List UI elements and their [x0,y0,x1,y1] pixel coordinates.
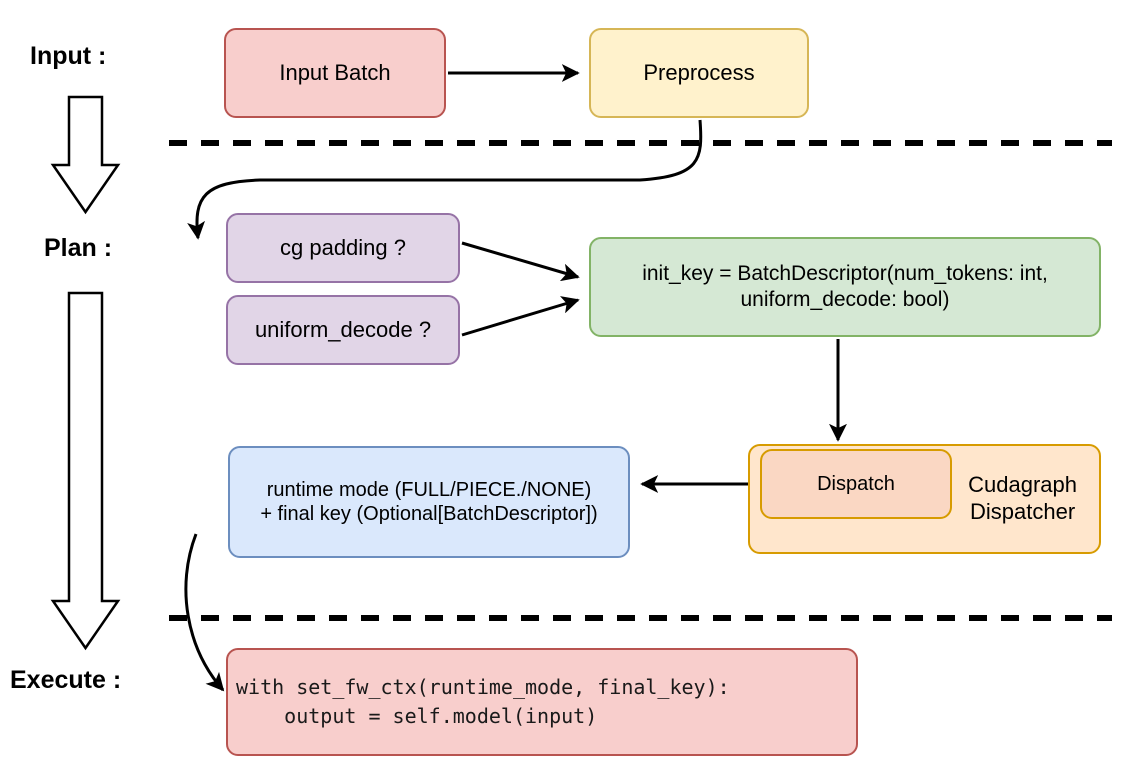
edge-uniform-decode-to-init-key [461,296,580,337]
input-to-plan-stage-arrow [50,95,121,215]
node-runtime-mode-line1: runtime mode (FULL/PIECE./NONE) [266,478,592,501]
stage-label-execute: Execute : [10,666,122,694]
edge-cg-padding-to-init-key [461,241,580,282]
stage-label-input: Input : [30,42,107,70]
plan-to-execute-stage-arrow [50,291,121,651]
node-preprocess-label: Preprocess [643,59,755,85]
stage-label-plan: Plan : [44,234,113,262]
node-code-text: with set_fw_ctx(runtime_mode, final_key)… [236,675,730,728]
node-input-batch-label: Input Batch [279,59,391,85]
node-dispatch-label: Dispatch [817,472,895,495]
node-cudagraph-dispatcher-line2: Dispatcher [969,499,1076,524]
node-init-key[interactable]: init_key = BatchDescriptor(num_tokens: i… [589,237,1101,337]
node-cudagraph-dispatcher-line1: Cudagraph [968,472,1077,498]
node-preprocess[interactable]: Preprocess [589,28,809,118]
node-init-key-line2: uniform_decode: bool) [740,288,950,311]
node-code-block[interactable]: with set_fw_ctx(runtime_mode, final_key)… [226,648,858,756]
node-runtime-mode[interactable]: runtime mode (FULL/PIECE./NONE) + final … [228,446,630,558]
node-dispatch[interactable]: Dispatch [760,449,952,519]
node-uniform-decode[interactable]: uniform_decode ? [226,295,460,365]
node-cg-padding[interactable]: cg padding ? [226,213,460,283]
node-runtime-mode-line2: + final key (Optional[BatchDescriptor]) [260,503,598,525]
node-uniform-decode-label: uniform_decode ? [254,316,432,342]
edge-runtime-mode-to-code [184,533,225,692]
node-init-key-line1: init_key = BatchDescriptor(num_tokens: i… [642,262,1048,286]
node-input-batch[interactable]: Input Batch [224,28,446,118]
node-cg-padding-label: cg padding ? [280,234,406,260]
